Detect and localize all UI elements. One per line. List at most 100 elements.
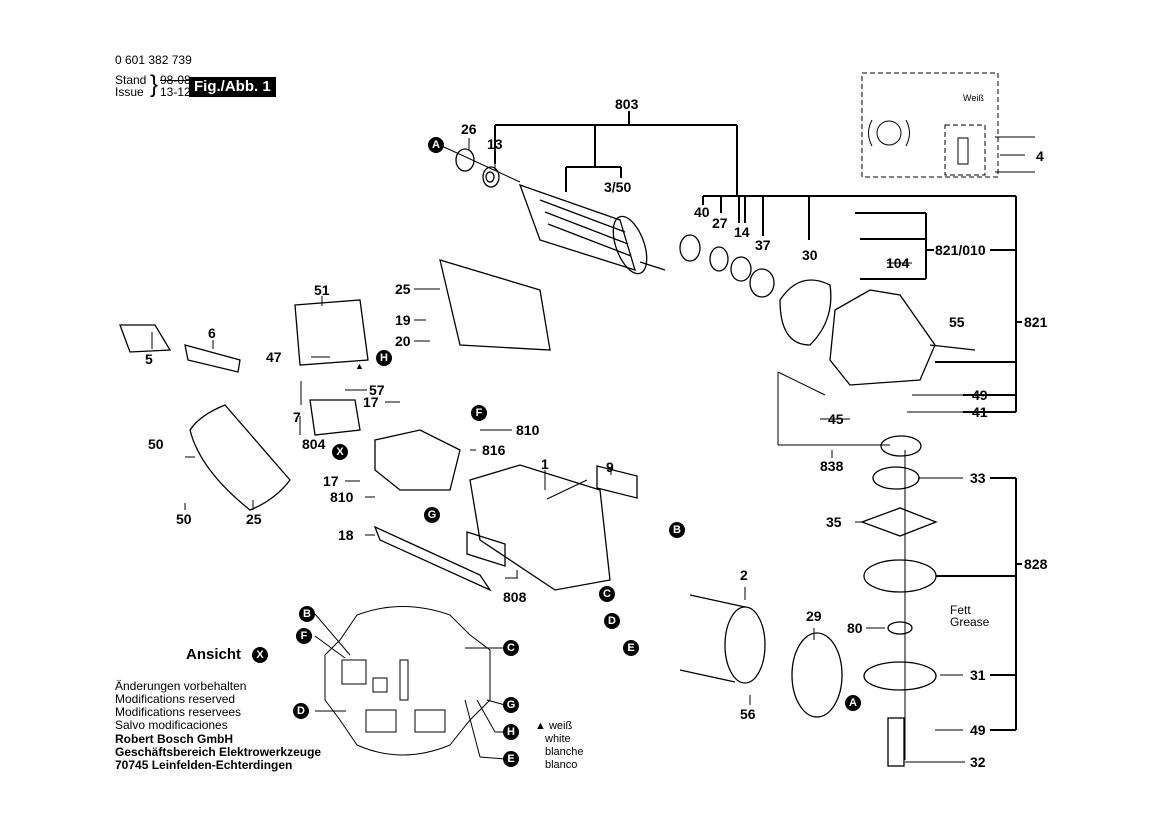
callout-x: X (332, 444, 348, 460)
part-label: 50 (148, 436, 164, 452)
part-motor-housing (466, 464, 638, 591)
part-label: 2 (740, 567, 748, 583)
view-title: Ansicht (186, 646, 242, 663)
part-label: 45 (828, 411, 844, 427)
note-en: Modifications reserved (115, 692, 236, 706)
part-label: 25 (246, 511, 262, 527)
part-label: 7 (293, 409, 301, 425)
callout-h: H (376, 350, 392, 366)
part-label: 803 (615, 96, 639, 112)
part-label: 47 (266, 349, 282, 365)
callout-f: F (296, 628, 312, 644)
part-label: 49 (972, 387, 988, 403)
part-label: 13 (487, 136, 503, 152)
wiring-wire-label: Weiß (963, 93, 984, 103)
wire-marker-icon: ▲ (535, 720, 546, 732)
part-label: 32 (970, 754, 986, 770)
wiring-diagram (861, 72, 1035, 178)
wire-legend-es: blanco (545, 759, 578, 771)
part-label: 37 (755, 237, 771, 253)
company-name: Robert Bosch GmbH (115, 732, 234, 746)
part-label: 20 (395, 333, 411, 349)
part-field-coil (679, 594, 843, 718)
figure-label: Fig./Abb. 1 (189, 77, 276, 97)
callout-d: D (604, 613, 620, 629)
part-label: 51 (314, 282, 330, 298)
note-de: Änderungen vorbehalten (115, 679, 247, 693)
part-label: 31 (970, 667, 986, 683)
note-fr: Modifications reservees (115, 705, 242, 719)
part-bevel-gear (860, 435, 938, 767)
part-label: 821 (1024, 314, 1048, 330)
part-label: 18 (338, 527, 354, 543)
stand-label: Stand (115, 73, 147, 87)
part-label: 821/010 (935, 242, 986, 258)
callout-c: C (599, 586, 615, 602)
leader-lines (151, 138, 965, 763)
part-brush-holder (309, 399, 492, 592)
part-label: 17 (363, 394, 379, 410)
part-bearings (455, 148, 775, 298)
view-x-drawing (314, 606, 506, 760)
part-label: 50 (176, 511, 192, 527)
callout-g: G (503, 697, 519, 713)
part-label: 56 (740, 706, 756, 722)
bracket-828 (936, 477, 1022, 731)
part-label: 19 (395, 312, 411, 328)
part-label: 828 (1024, 556, 1048, 572)
part-label: 6 (208, 325, 216, 341)
part-label: 25 (395, 281, 411, 297)
part-label: 104 (886, 255, 910, 271)
part-label: 14 (734, 224, 750, 240)
callout-b: B (299, 606, 315, 622)
issue-label: Issue (115, 85, 144, 99)
part-label: 41 (972, 404, 988, 420)
part-label: 838 (820, 458, 844, 474)
part-label: 80 (847, 620, 863, 636)
wire-legend-en: white (545, 733, 571, 745)
part-label: 810 (516, 422, 540, 438)
callout-e: E (623, 640, 639, 656)
part-label: 35 (826, 514, 842, 530)
part-label: 30 (802, 247, 818, 263)
callout-g: G (424, 507, 440, 523)
part-label: 26 (461, 121, 477, 137)
callout-d: D (293, 703, 309, 719)
callout-b: B (669, 522, 685, 538)
grease-note-de: Fett (950, 603, 971, 617)
callout-h: H (503, 724, 519, 740)
bracket-803 (494, 111, 1017, 412)
part-label: 57 (369, 382, 385, 398)
part-label: 5 (145, 351, 153, 367)
part-number: 0 601 382 739 (115, 53, 192, 67)
wire-legend-de: ▲ weiß (535, 720, 572, 733)
part-label: 55 (949, 314, 965, 330)
part-label: 804 (302, 436, 326, 452)
part-label: 4 (1036, 148, 1044, 164)
wire-legend-fr: blanche (545, 746, 584, 758)
company-division: Geschäftsbereich Elektrowerkzeuge (115, 745, 322, 759)
brace: } (150, 71, 159, 98)
part-label: 9 (606, 459, 614, 475)
part-label: 29 (806, 608, 822, 624)
part-armature (518, 183, 666, 275)
part-label: 27 (712, 215, 728, 231)
part-gear-housing (779, 279, 976, 386)
part-label: 40 (694, 204, 710, 220)
callout-a: A (845, 695, 861, 711)
company-address: 70745 Leinfelden-Echterdingen (115, 758, 293, 772)
grease-note-en: Grease (950, 615, 990, 629)
part-handle-cover (119, 259, 551, 511)
part-label: 49 (970, 722, 986, 738)
callout-e: E (503, 751, 519, 767)
part-label: 816 (482, 442, 506, 458)
part-label: 33 (970, 470, 986, 486)
note-es: Salvo modificaciones (115, 718, 228, 732)
wire-legend-de-text: weiß (548, 720, 573, 732)
callout-a: A (428, 137, 444, 153)
part-label: 808 (503, 589, 527, 605)
stand-date: 98-08 (160, 73, 191, 87)
part-label: 3/50 (604, 179, 632, 195)
part-label: 17 (323, 473, 339, 489)
